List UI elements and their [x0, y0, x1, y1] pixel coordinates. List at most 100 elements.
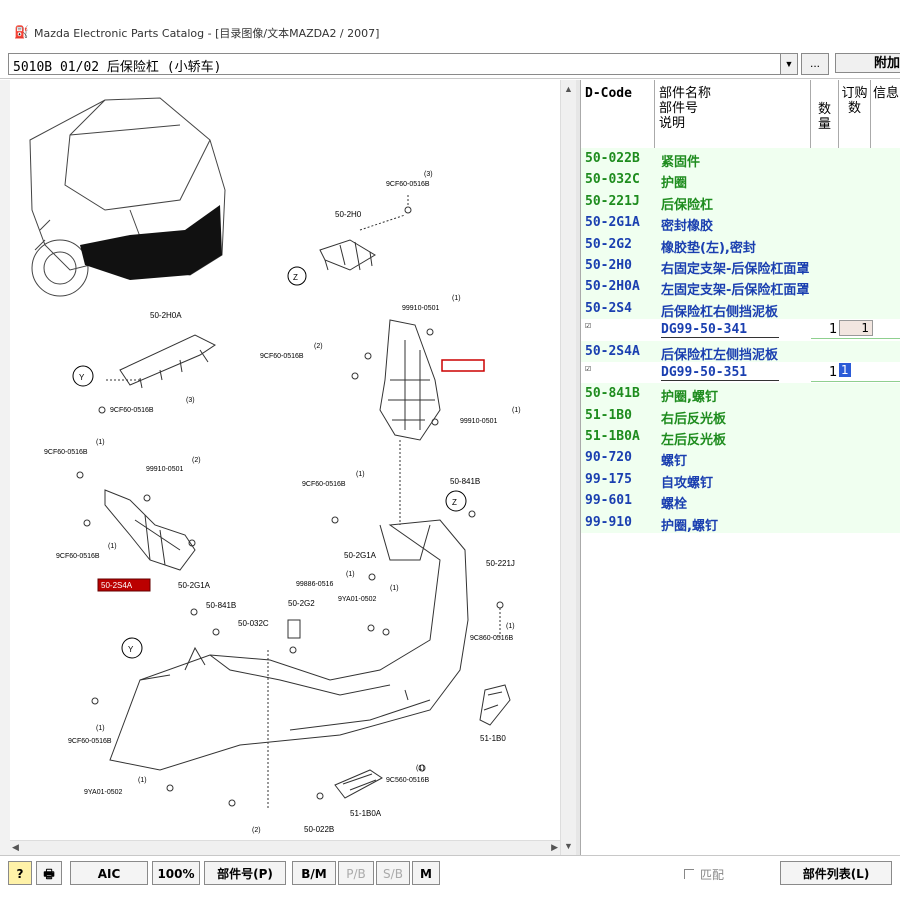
- reflector-51-1B0A[interactable]: [334, 769, 383, 799]
- label-50-032C[interactable]: 50-032C: [238, 619, 269, 628]
- header-dcode[interactable]: D-Code: [581, 80, 655, 148]
- row-checkbox[interactable]: ☑: [585, 362, 592, 374]
- part-number-button[interactable]: 部件号(P): [204, 861, 286, 885]
- bm-button[interactable]: B/M: [292, 861, 336, 885]
- label-l34: (2): [252, 827, 261, 834]
- label-l10-code: 99910-0501: [460, 418, 497, 425]
- parts-diagram[interactable]: (3) 9CF60-0516B 50-2H0 Z 50-2H0A Y (3) 9…: [10, 80, 560, 840]
- mudguard-50-2S4A[interactable]: [76, 471, 196, 571]
- mudguard-50-2S4[interactable]: [351, 319, 441, 441]
- left-edge: [0, 80, 10, 855]
- label-50-022B[interactable]: 50-022B: [304, 825, 334, 834]
- row-part-name: 螺钉: [661, 454, 688, 470]
- scroll-up-icon[interactable]: ▲: [564, 84, 573, 94]
- reflector-51-1B0[interactable]: [479, 684, 511, 726]
- row-checkbox[interactable]: ☑: [585, 320, 592, 332]
- header-quantity[interactable]: 数量: [811, 80, 839, 148]
- scroll-right-icon[interactable]: ▶: [551, 842, 558, 852]
- help-button[interactable]: ?: [8, 861, 32, 885]
- order-quantity-input[interactable]: 1: [839, 320, 873, 337]
- section-toolbar: 5010B 01/02 后保险杠 (小轿车) ▼ ... 附加: [0, 50, 900, 79]
- diagram-svg[interactable]: (3) 9CF60-0516B 50-2H0 Z 50-2H0A Y (3) 9…: [10, 80, 560, 840]
- label-50-2G1A-center[interactable]: 50-2G1A: [344, 551, 377, 560]
- callout-50-2S4A[interactable]: [97, 578, 151, 592]
- bracket-50-2H0A[interactable]: [98, 334, 216, 414]
- m-button[interactable]: M: [412, 861, 440, 885]
- callout-50-2S4[interactable]: [441, 359, 485, 372]
- rear-bumper-50-221J[interactable]: [91, 440, 504, 810]
- row-part-name: 护圈,螺钉: [661, 518, 718, 534]
- scroll-left-icon[interactable]: ◀: [12, 842, 19, 852]
- fastener-50-841B-right[interactable]: [468, 510, 476, 518]
- diagram-horizontal-scrollbar[interactable]: ◀ ▶: [10, 840, 560, 856]
- label-51-1B0[interactable]: 51-1B0: [480, 734, 506, 743]
- label-l10-qty: (1): [512, 407, 521, 414]
- aic-button[interactable]: AIC: [70, 861, 148, 885]
- panel-splitter[interactable]: [576, 80, 580, 855]
- label-50-2H0A[interactable]: 50-2H0A: [150, 311, 182, 320]
- bracket-50-2H0[interactable]: [319, 195, 412, 271]
- label-50-2H0[interactable]: 50-2H0: [335, 210, 362, 219]
- label-l22-qty: (1): [390, 585, 399, 592]
- header-info[interactable]: 信息: [873, 86, 900, 101]
- app-icon: ⛽: [14, 25, 29, 39]
- chevron-down-icon[interactable]: ▼: [780, 54, 797, 74]
- attach-button[interactable]: 附加: [835, 53, 900, 73]
- label-l13-qty: (1): [108, 543, 117, 550]
- match-checkbox[interactable]: 匹配: [684, 866, 724, 883]
- label-50-841B-left[interactable]: 50-841B: [206, 601, 236, 610]
- sb-button[interactable]: S/B: [376, 861, 410, 885]
- fastener-9CF60[interactable]: [331, 516, 339, 524]
- label-51-1B0A[interactable]: 51-1B0A: [350, 809, 382, 818]
- browse-button[interactable]: ...: [801, 53, 829, 75]
- pb-button[interactable]: P/B: [338, 861, 374, 885]
- header-order-qty[interactable]: 订购数: [839, 80, 871, 148]
- row-part-number[interactable]: DG99-50-341: [661, 322, 779, 339]
- view-marker-y1: [72, 365, 94, 387]
- label-50-2G1A-left[interactable]: 50-2G1A: [178, 581, 211, 590]
- label-50-2S4[interactable]: 50-2S4: [445, 362, 471, 371]
- row-quantity: 1: [829, 364, 838, 380]
- header-part-name[interactable]: 部件名称 部件号 说明: [655, 80, 811, 148]
- rubber-pad-50-2G2[interactable]: [287, 619, 301, 639]
- label-50-841B-right[interactable]: 50-841B: [450, 477, 480, 486]
- zoom-button[interactable]: 100%: [152, 861, 200, 885]
- bottom-toolbar: ? 🖶 AIC 100% 部件号(P) B/M P/B S/B M 匹配 部件列…: [0, 855, 900, 901]
- label-50-221J[interactable]: 50-221J: [486, 559, 515, 568]
- section-select[interactable]: 5010B 01/02 后保险杠 (小轿车) ▼: [8, 53, 798, 75]
- label-l21-code: 99886-0516: [296, 581, 333, 588]
- label-y1: Y: [79, 373, 85, 382]
- order-quantity-input[interactable]: 1: [839, 362, 873, 379]
- row-part-number[interactable]: DG99-50-351: [661, 365, 779, 381]
- label-50-2S4A[interactable]: 50-2S4A: [101, 581, 133, 590]
- label-z2: Z: [452, 498, 457, 507]
- row-part-name: 护圈,螺钉: [661, 390, 718, 406]
- print-button[interactable]: 🖶: [36, 861, 62, 885]
- checkbox-icon: [684, 869, 694, 879]
- label-l28-qty: (1): [96, 725, 105, 732]
- scroll-down-icon[interactable]: ▼: [564, 841, 573, 851]
- parts-list-button[interactable]: 部件列表(L): [780, 861, 892, 885]
- label-50-2G2[interactable]: 50-2G2: [288, 599, 315, 608]
- diagram-vertical-scrollbar[interactable]: ▲ ▼: [560, 80, 577, 855]
- row-separator: [811, 338, 900, 340]
